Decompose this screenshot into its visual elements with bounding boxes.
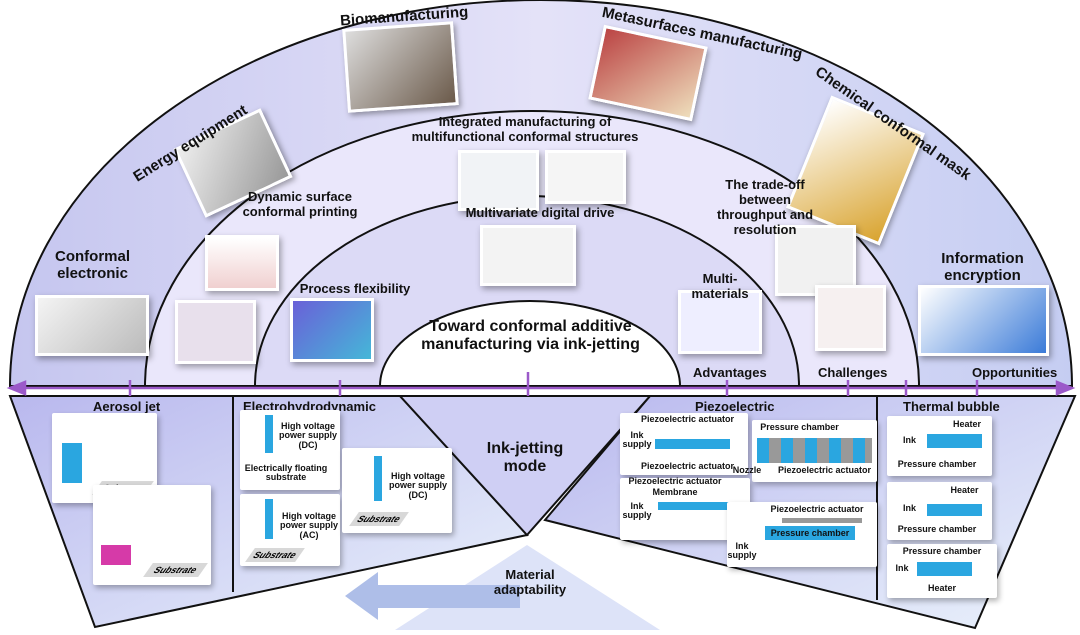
aerosol-card-2: Substrate bbox=[93, 485, 211, 585]
title-ink-jetting-mode: Ink-jetting mode bbox=[486, 440, 564, 476]
ehd-label: High voltage power supply (DC) bbox=[278, 421, 337, 450]
label-dynamic-surface: Dynamic surface conformal printing bbox=[242, 189, 358, 219]
photo-multi-materials bbox=[678, 290, 762, 354]
piezo-card-squeeze: Piezoelectric actuator Ink supply Piezoe… bbox=[620, 413, 748, 475]
label-conformal-electronic: Conformal electronic bbox=[55, 248, 130, 283]
photo-dynamic-surface bbox=[205, 235, 279, 291]
ehd-label: Substrate bbox=[245, 548, 305, 562]
piezo-label: Ink supply bbox=[727, 541, 757, 561]
ehd-card-dc: High voltage power supply (DC) Substrate bbox=[342, 448, 452, 533]
piezo-label: Ink supply bbox=[622, 501, 652, 521]
photo-multivariate bbox=[480, 225, 576, 286]
piezo-label: Ink supply bbox=[622, 430, 652, 450]
thermal-card-2: Heater Ink Pressure chamber bbox=[887, 482, 992, 540]
photo-tradeoff bbox=[775, 225, 856, 296]
piezo-label: Piezoelectric actuator bbox=[770, 504, 864, 514]
title-thermal-bubble: Thermal bubble bbox=[903, 399, 1000, 414]
thermal-label: Pressure chamber bbox=[902, 546, 982, 556]
axis-line bbox=[6, 372, 1076, 396]
ehd-label: High voltage power supply (DC) bbox=[388, 471, 447, 500]
thermal-label: Heater bbox=[952, 419, 981, 429]
piezo-card-push: Piezoelectric actuator Pressure chamber … bbox=[727, 502, 877, 567]
thermal-card-3: Pressure chamber Ink Heater bbox=[887, 544, 997, 598]
photo-information-encryption bbox=[918, 285, 1049, 356]
thermal-label: Ink bbox=[895, 563, 909, 573]
thermal-label: Pressure chamber bbox=[897, 459, 977, 469]
label-material-adaptability: Material adaptability bbox=[493, 567, 567, 597]
label-information-encryption: Information encryption bbox=[941, 250, 1024, 285]
thermal-label: Heater bbox=[927, 583, 956, 593]
thermal-label: Heater bbox=[950, 485, 979, 495]
axis-challenges: Challenges bbox=[818, 365, 888, 380]
ehd-label: Electrically floating substrate bbox=[244, 463, 328, 483]
photo-dynamic-surface-2 bbox=[175, 300, 256, 364]
label-multi-materials: Multi-materials bbox=[691, 271, 749, 301]
ehd-card-ac: High voltage power supply (AC) Substrate bbox=[240, 494, 340, 566]
photo-biomanufacturing bbox=[342, 21, 459, 113]
thermal-label: Ink bbox=[902, 435, 916, 445]
photo-integrated-1 bbox=[458, 150, 539, 211]
photo-conformal-electronic bbox=[35, 295, 149, 356]
ehd-card-dc-floating: High voltage power supply (DC) Electrica… bbox=[240, 410, 340, 490]
title-piezoelectric: Piezoelectric bbox=[695, 399, 775, 414]
axis-opportunities: Opportunities bbox=[972, 365, 1058, 380]
thermal-label: Ink bbox=[902, 503, 916, 513]
piezo-label: Piezoelectric actuator bbox=[640, 461, 735, 471]
label-tradeoff: The trade-off between throughput and res… bbox=[716, 177, 814, 237]
center-title: Toward conformal additive manufacturing … bbox=[421, 318, 640, 354]
piezo-label: Piezoelectric actuator bbox=[640, 414, 735, 424]
label-integrated: Integrated manufacturing of multifunctio… bbox=[411, 114, 639, 144]
piezo-label: Piezoelectric actuator bbox=[777, 465, 872, 475]
label-process-flexibility: Process flexibility bbox=[299, 281, 411, 296]
photo-integrated-2 bbox=[545, 150, 626, 204]
piezo-label: Membrane bbox=[652, 487, 698, 497]
left-arrow bbox=[345, 572, 520, 620]
material-adaptability-wedge bbox=[395, 545, 660, 630]
title-aerosol-jet: Aerosol jet bbox=[93, 399, 161, 414]
ehd-label: High voltage power supply (AC) bbox=[280, 511, 339, 540]
photo-tradeoff-2 bbox=[815, 285, 886, 351]
thermal-card-1: Heater Ink Pressure chamber bbox=[887, 416, 992, 476]
piezo-label: Nozzle bbox=[732, 465, 762, 475]
piezo-card-shear: Pressure chamber Nozzle Piezoelectric ac… bbox=[733, 420, 877, 482]
thermal-label: Pressure chamber bbox=[897, 524, 977, 534]
axis-advantages: Advantages bbox=[693, 365, 767, 380]
photo-process-flexibility bbox=[290, 298, 374, 362]
label-multivariate: Multivariate digital drive bbox=[465, 205, 615, 220]
ring-core bbox=[378, 300, 682, 387]
center-triangle bbox=[397, 395, 653, 537]
piezo-label: Pressure chamber bbox=[760, 422, 839, 432]
ehd-label: Substrate bbox=[349, 512, 409, 526]
aerosol-substrate-label: Substrate bbox=[143, 563, 208, 577]
piezo-label: Pressure chamber bbox=[765, 526, 855, 540]
piezo-label: Piezoelectric actuator bbox=[628, 476, 722, 486]
